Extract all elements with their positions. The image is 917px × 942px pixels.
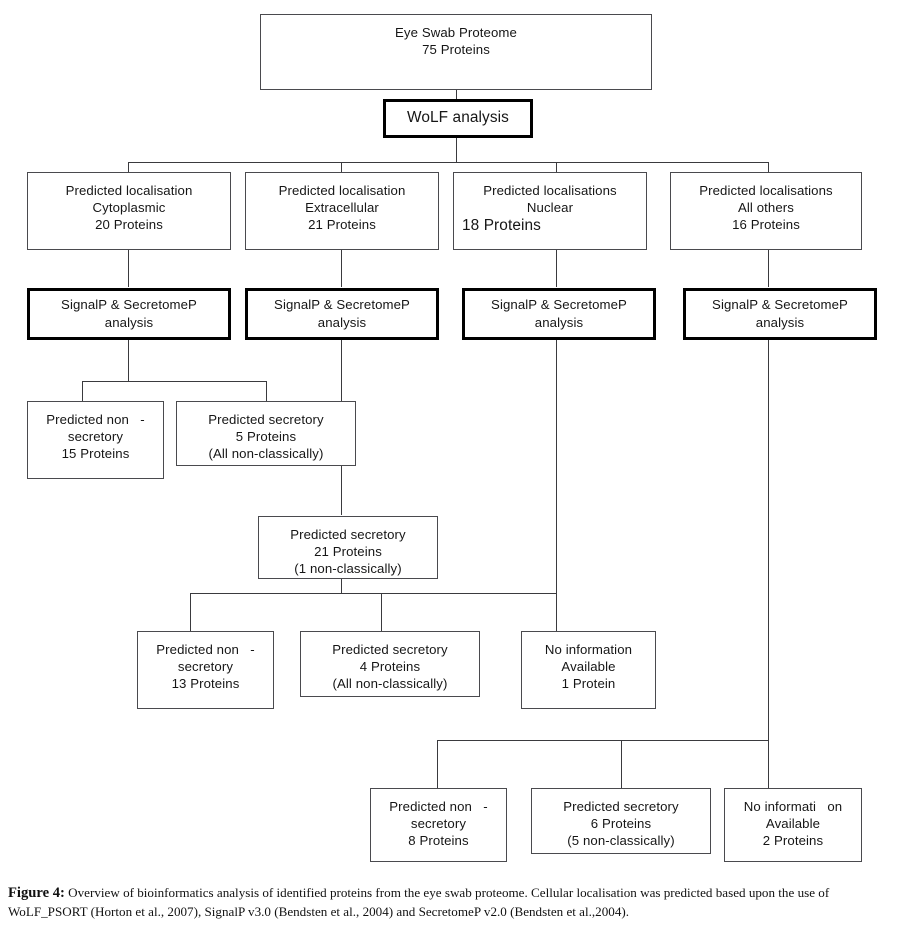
node-line: Predicted non - [156,642,255,657]
node-line: analysis [104,315,154,330]
connector-signalp3-down [556,340,558,594]
node-line: Predicted localisations [483,183,617,198]
node-eye-swab-proteome[interactable]: Eye Swab Proteome 75 Proteins [260,14,652,90]
connector-bus-drop-1 [128,162,130,173]
connector-mid-drop-center [381,593,383,631]
connector-bus-drop-3 [556,162,558,173]
node-line: 1 Protein [561,676,616,692]
connector-signalp1-drop-left [82,381,84,401]
node-line: Predicted localisation [278,183,406,198]
node-line: analysis [534,315,584,330]
figure-caption: Figure 4: Overview of bioinformatics ana… [8,884,911,920]
node-localisation-nuclear[interactable]: Predicted localisations Nuclear 18 Prote… [453,172,647,250]
connector-mid-drop-left [190,593,192,631]
node-localisation-cytoplasmic[interactable]: Predicted localisation Cytoplasmic 20 Pr… [27,172,231,250]
node-line: Predicted secretory [208,412,324,427]
node-line: Nuclear [526,200,574,216]
node-line: secretory [177,659,234,675]
node-signalp-secretomep-cytoplasmic[interactable]: SignalP & SecretomeP analysis [27,288,231,340]
node-line: analysis [317,315,367,330]
node-nuclear-no-information[interactable]: No information Available 1 Protein [521,631,656,709]
node-extracellular-secretory[interactable]: Predicted secretory 21 Proteins (1 non-c… [258,516,438,579]
node-all-others-no-information[interactable]: No informati on Available 2 Proteins [724,788,862,862]
node-nuclear-non-secretory[interactable]: Predicted non - secretory 13 Proteins [137,631,274,709]
node-line: (5 non-classically) [567,833,675,849]
connector-mid-drop-right [556,593,558,631]
node-cytoplasmic-non-secretory[interactable]: Predicted non - secretory 15 Proteins [27,401,164,479]
connector-allothers-to-signalp [768,249,770,287]
connector-bottom-drop-center [621,740,623,788]
connector-extra-to-signalp [341,249,343,287]
node-line: 6 Proteins [590,816,652,832]
figure-label: Figure 4: [8,885,65,901]
connector-signalp1-down [128,340,130,382]
connector-signalp1-bus [82,381,267,383]
node-line: SignalP & SecretomeP [712,297,848,313]
node-line: Eye Swab Proteome [395,25,517,40]
node-line: SignalP & SecretomeP [491,297,627,313]
node-line: Predicted secretory [290,527,406,542]
connector-signalp1-drop-right [266,381,268,401]
node-line: 2 Proteins [762,833,824,849]
node-line: SignalP & SecretomeP [61,297,197,313]
connector-bottom-drop-right [768,740,770,788]
connector-nuclear-to-signalp [556,249,558,287]
node-line: 20 Proteins [95,217,163,233]
node-nuclear-secretory[interactable]: Predicted secretory 4 Proteins (All non-… [300,631,480,697]
connector-mid-bus [190,593,557,595]
connector-bus-drop-2 [341,162,343,173]
node-line: 4 Proteins [359,659,421,675]
connector-bottom-drop-left [437,740,439,788]
node-line: 13 Proteins [171,676,240,692]
node-signalp-secretomep-extracellular[interactable]: SignalP & SecretomeP analysis [245,288,439,340]
node-line: 8 Proteins [408,833,469,849]
node-line: 15 Proteins [61,446,130,462]
connector-21secretory-down [341,578,343,594]
node-line: Predicted secretory [563,799,679,814]
node-line: 5 Proteins [235,429,297,445]
node-line: Predicted localisation [65,183,193,198]
node-line: Predicted secretory [332,642,448,657]
node-line: 75 Proteins [422,42,490,58]
node-line: Available [765,816,821,832]
node-line: 18 Proteins [462,217,541,235]
node-all-others-non-secretory[interactable]: Predicted non - secretory 8 Proteins [370,788,507,862]
connector-signalp4-down [768,340,770,740]
node-line: 21 Proteins [314,544,382,560]
node-line: No information [544,642,633,657]
node-line: All others [738,200,794,216]
connector-cyto-to-signalp [128,249,130,287]
connector-bus-drop-4 [768,162,770,173]
node-line: (All non-classically) [332,676,448,692]
connector-root-to-wolf [456,89,458,100]
connector-bottom-bus [437,740,769,742]
node-line: SignalP & SecretomeP [274,297,410,313]
node-all-others-secretory[interactable]: Predicted secretory 6 Proteins (5 non-cl… [531,788,711,854]
node-line: Cytoplasmic [92,200,166,216]
node-line: (1 non-classically) [294,561,402,577]
node-line: 21 Proteins [308,217,376,233]
node-line: No informati on [743,799,843,814]
figure-caption-text: Overview of bioinformatics analysis of i… [8,885,830,919]
node-signalp-secretomep-all-others[interactable]: SignalP & SecretomeP analysis [683,288,877,340]
node-localisation-extracellular[interactable]: Predicted localisation Extracellular 21 … [245,172,439,250]
node-line: Available [561,659,616,675]
node-localisation-all-others[interactable]: Predicted localisations All others 16 Pr… [670,172,862,250]
node-line: secretory [410,816,467,832]
flowchart: Eye Swab Proteome 75 Proteins WoLF analy… [27,14,877,862]
node-line: Predicted non - [46,412,145,427]
connector-localisation-bus [128,162,769,164]
node-line: 16 Proteins [732,217,800,233]
node-line: analysis [755,315,805,330]
node-signalp-secretomep-nuclear[interactable]: SignalP & SecretomeP analysis [462,288,656,340]
node-line: WoLF analysis [407,109,509,127]
node-line: Predicted localisations [699,183,833,198]
node-line: Extracellular [305,200,379,216]
node-line: Predicted non - [389,799,488,814]
node-wolf-analysis[interactable]: WoLF analysis [383,99,533,138]
node-line: (All non-classically) [208,446,324,462]
node-cytoplasmic-secretory[interactable]: Predicted secretory 5 Proteins (All non-… [176,401,356,466]
connector-wolf-down [456,136,458,163]
node-line: secretory [67,429,124,445]
